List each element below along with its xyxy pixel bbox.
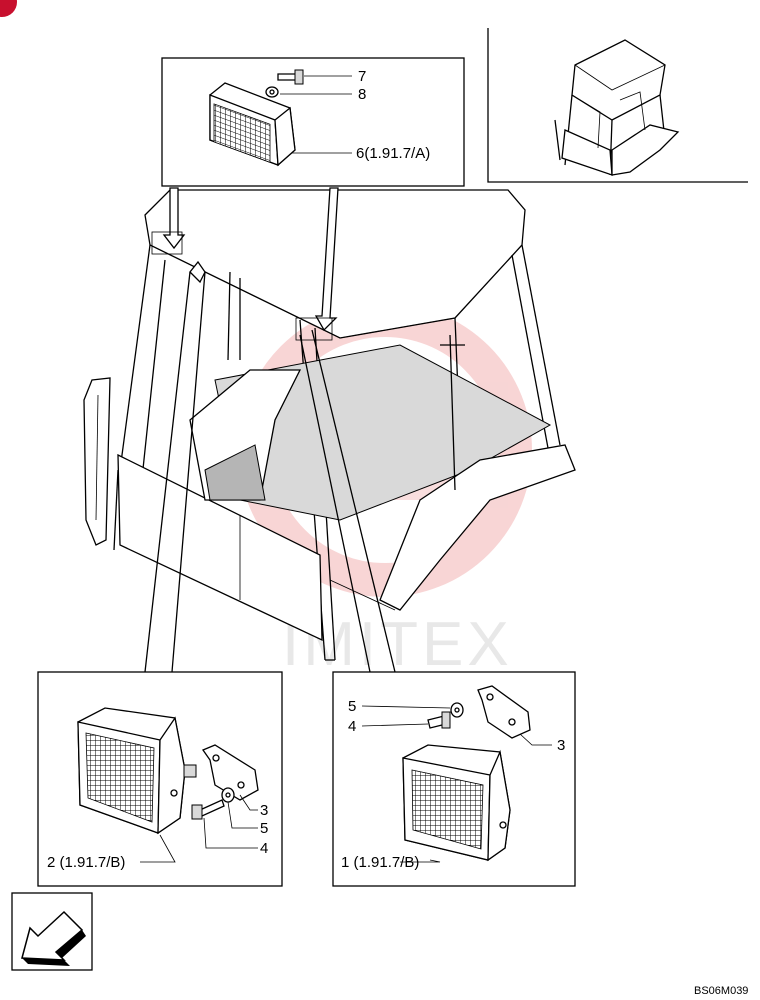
callout-2: 2 (1.91.7/B): [47, 854, 125, 871]
callout-4-left: 4: [260, 840, 268, 857]
right-leader-lines: [361, 705, 552, 863]
callout-1: 1 (1.91.7/B): [341, 854, 419, 871]
drawing-code: BS06M039: [694, 985, 748, 997]
direction-arrow-icon[interactable]: [11, 892, 93, 971]
callout-8: 8: [358, 86, 366, 103]
callout-7: 7: [358, 68, 366, 85]
callout-5-left: 5: [260, 820, 268, 837]
callout-6: 6(1.91.7/A): [356, 145, 430, 162]
cab-body: [83, 189, 576, 661]
callout-3-left: 3: [260, 802, 268, 819]
right-detail-box: [332, 671, 576, 887]
top-detail-box: [161, 57, 465, 187]
overview-inset: [487, 28, 748, 183]
left-leader-lines: [140, 794, 258, 863]
pointer-lines-bottom: [144, 260, 396, 673]
top-lamp-drawing: [209, 69, 304, 167]
callout-5-right: 5: [348, 698, 356, 715]
callout-4-right: 4: [348, 718, 356, 735]
right-lamp-drawing: [402, 685, 531, 862]
corner-mark: [0, 0, 17, 17]
top-leader-lines: [280, 75, 352, 154]
callout-3-right: 3: [557, 737, 565, 754]
left-lamp-drawing: [77, 707, 259, 835]
left-detail-box: [37, 671, 283, 887]
